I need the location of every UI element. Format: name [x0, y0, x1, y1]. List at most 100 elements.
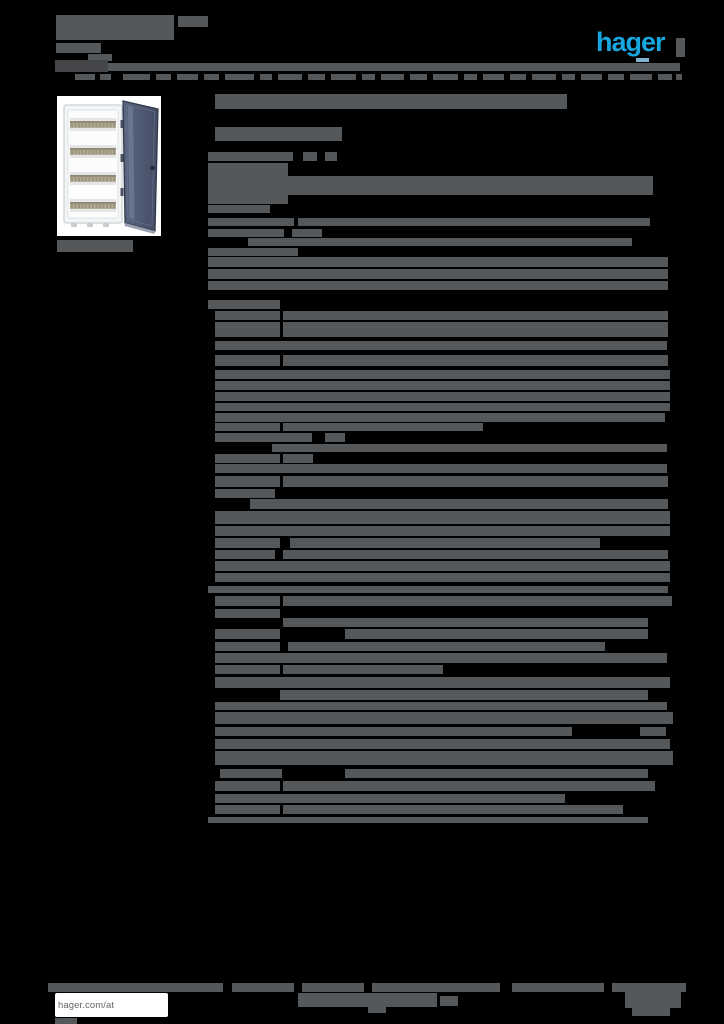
redacted-text-bar — [483, 74, 504, 80]
redacted-text-bar — [215, 413, 665, 422]
redacted-text-bar — [562, 74, 575, 80]
redacted-text-bar — [215, 712, 673, 724]
redacted-text-bar — [215, 392, 670, 401]
redacted-text-bar — [55, 1018, 77, 1024]
distribution-board-illustration — [57, 96, 161, 236]
redacted-text-bar — [215, 454, 280, 463]
redacted-text-bar — [215, 511, 670, 524]
redacted-text-bar — [215, 665, 280, 674]
redacted-text-bar — [220, 769, 282, 778]
redacted-text-bar — [215, 653, 667, 663]
redacted-text-bar — [298, 218, 650, 226]
redacted-text-bar — [215, 127, 342, 141]
redacted-text-bar — [178, 16, 208, 27]
redacted-text-bar — [215, 629, 280, 639]
redacted-text-bar — [280, 690, 648, 700]
redacted-text-bar — [440, 996, 458, 1006]
redacted-text-bar — [208, 229, 284, 237]
hager-logo: hager — [596, 27, 666, 57]
website-link[interactable]: hager.com/at — [55, 993, 168, 1017]
redacted-text-bar — [283, 550, 668, 559]
redacted-text-bar — [57, 240, 133, 252]
redacted-text-bar — [208, 163, 288, 204]
redacted-text-bar — [272, 444, 667, 452]
redacted-text-bar — [215, 538, 280, 548]
redacted-text-bar — [215, 355, 280, 366]
redacted-text-bar — [512, 983, 604, 992]
redacted-text-bar — [464, 74, 477, 80]
redacted-text-bar — [410, 74, 427, 80]
redacted-text-bar — [100, 74, 111, 80]
redacted-text-bar — [345, 769, 648, 778]
redacted-text-bar — [215, 464, 667, 473]
redacted-text-bar — [581, 74, 602, 80]
redacted-text-bar — [636, 58, 649, 62]
redacted-text-bar — [215, 561, 670, 571]
redacted-text-bar — [372, 983, 500, 992]
redacted-text-bar — [215, 311, 280, 320]
redacted-text-bar — [630, 74, 652, 80]
redacted-text-bar — [612, 983, 686, 992]
redacted-text-bar — [325, 152, 337, 161]
redacted-text-bar — [208, 248, 298, 256]
redacted-text-bar — [208, 269, 668, 279]
redacted-text-bar — [433, 74, 458, 80]
redacted-text-bar — [215, 370, 670, 379]
redacted-text-bar — [303, 152, 317, 161]
redacted-text-bar — [215, 403, 670, 411]
redacted-text-bar — [215, 423, 280, 431]
redacted-text-bar — [215, 702, 280, 710]
redacted-text-bar — [208, 281, 668, 290]
redacted-text-bar — [676, 74, 682, 80]
redacted-text-bar — [215, 526, 670, 536]
redacted-text-bar — [625, 992, 681, 1008]
redacted-text-bar — [56, 43, 101, 53]
redacted-text-bar — [215, 751, 673, 765]
redacted-text-bar — [331, 74, 356, 80]
redacted-text-bar — [75, 74, 95, 80]
redacted-text-bar — [215, 596, 280, 606]
redacted-text-bar — [215, 476, 280, 487]
redacted-text-bar — [215, 609, 280, 618]
transparent-door — [122, 100, 159, 234]
din-rail-rows — [70, 118, 116, 212]
redacted-text-bar — [248, 238, 632, 246]
redacted-text-bar — [215, 573, 670, 582]
redacted-text-bar — [56, 15, 174, 40]
redacted-text-bar — [156, 74, 171, 80]
redacted-text-bar — [290, 538, 600, 548]
redacted-text-bar — [215, 550, 275, 559]
redacted-text-bar — [208, 817, 648, 823]
redacted-text-bar — [215, 381, 670, 390]
redacted-text-bar — [325, 433, 345, 442]
door-handle — [150, 165, 155, 171]
redacted-text-bar — [177, 74, 198, 80]
redacted-text-bar — [308, 74, 325, 80]
redacted-text-bar — [215, 781, 280, 791]
redacted-text-bar — [298, 993, 437, 1007]
website-link-label: hager.com/at — [58, 999, 115, 1011]
redacted-text-bar — [204, 74, 219, 80]
redacted-text-bar — [225, 74, 254, 80]
redacted-text-bar — [283, 805, 623, 814]
redacted-text-bar — [215, 94, 567, 109]
redacted-text-bar — [272, 702, 667, 710]
redacted-text-bar — [208, 257, 668, 267]
redacted-text-bar — [278, 74, 302, 80]
redacted-text-bar — [283, 454, 313, 463]
redacted-text-bar — [48, 983, 223, 992]
redacted-text-bar — [658, 74, 672, 80]
redacted-text-bar — [640, 727, 666, 736]
redacted-text-bar — [283, 322, 668, 337]
redacted-text-bar — [283, 665, 443, 674]
redacted-text-bar — [283, 476, 668, 487]
redacted-text-bar — [283, 423, 483, 431]
redacted-text-bar — [676, 38, 685, 57]
redacted-text-bar — [215, 341, 667, 350]
redacted-text-bar — [381, 74, 404, 80]
redacted-text-bar — [208, 218, 294, 226]
redacted-text-bar — [108, 63, 680, 71]
redacted-text-bar — [292, 229, 322, 237]
redacted-text-bar — [510, 74, 526, 80]
